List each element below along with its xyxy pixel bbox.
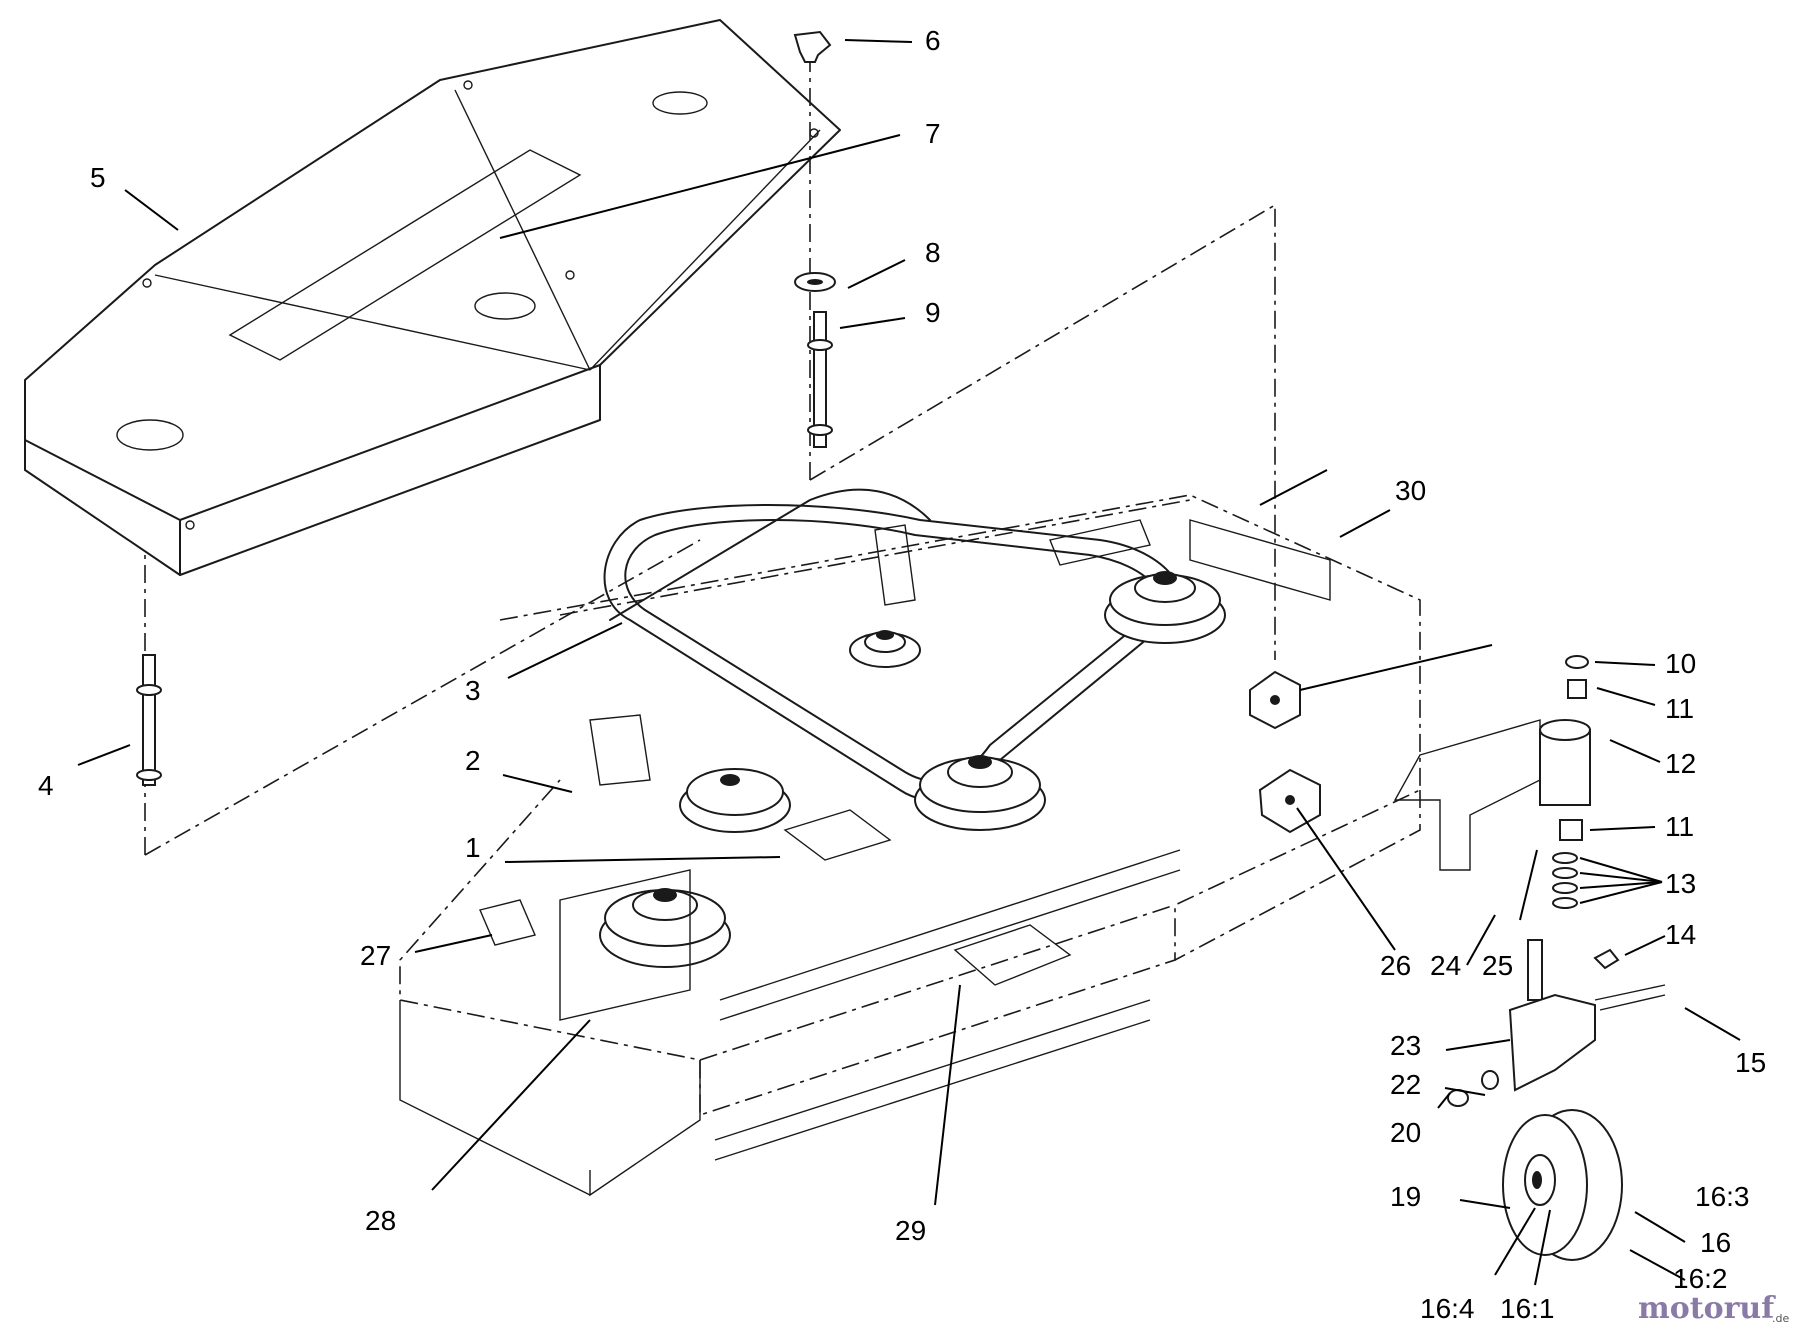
pulley-assemblies [599,571,1226,968]
leader-lines [77,39,1741,1286]
pulley-right [1104,571,1226,644]
callout-16-4: 16:4 [1420,1293,1475,1324]
callout-8: 8 [925,237,941,268]
callout-2: 2 [465,745,481,776]
callout-12: 12 [1665,748,1696,779]
callout-16-3: 16:3 [1695,1181,1750,1212]
callout-27: 29 [895,1215,926,1246]
pulley-left [679,768,791,833]
callout-23: 25 [1482,950,1513,981]
callout-20: 23 [1390,1030,1421,1061]
callout-13: 13 [1665,868,1696,899]
decals [479,519,1151,986]
callout-22: 24 [1430,950,1461,981]
deck-brackets [559,519,1591,1021]
callout-6: 6 [925,25,941,56]
callout-3: 3 [465,675,481,706]
caster-wheel-16 [1502,1109,1623,1261]
stud-9 [807,311,833,448]
bumper-30 [1249,670,1301,730]
watermark-logo: motoruf .de [1638,1291,1789,1326]
callout-5: 5 [90,162,106,193]
callout-11-lower: 11 [1665,811,1694,842]
pulley-center [914,755,1046,831]
callout-15: 15 [1735,1047,1766,1078]
callout-25: 27 [360,940,391,971]
callout-labels: 1 2 3 4 5 6 7 8 9 10 11 12 11 13 14 15 2… [38,25,1766,1324]
callout-17: 19 [1390,1181,1421,1212]
callout-18: 20 [1390,1117,1421,1148]
knob-6 [793,30,832,63]
caster-hardware [1552,655,1620,970]
deck-cover [24,19,841,576]
callout-24: 26 [1380,950,1411,981]
pulley-front [599,888,731,968]
bumper-24 [1258,768,1321,834]
callout-11-upper: 11 [1665,693,1694,724]
callout-16: 16 [1700,1227,1731,1258]
watermark-suffix: .de [1772,1312,1789,1325]
mower-deck [399,494,1421,1197]
callout-7: 7 [925,118,941,149]
callout-14: 14 [1665,919,1696,950]
callout-16-2: 16:2 [1673,1263,1728,1294]
caster-fork-20 [1508,939,1666,1092]
callout-16-1: 16:1 [1500,1293,1555,1324]
callout-10: 10 [1665,648,1696,679]
callout-9: 9 [925,297,941,328]
spindle-stud-4 [136,654,162,786]
callout-19: 22 [1390,1069,1421,1100]
callout-4: 4 [38,770,54,801]
callout-28: 30 [1395,475,1426,506]
washer-8 [794,272,836,292]
washer-19 [1481,1070,1499,1090]
callout-1: 1 [465,832,481,863]
pulley-idler [849,630,921,668]
callout-26: 28 [365,1205,396,1236]
watermark-brand: motoruf [1638,1291,1776,1326]
assembly-lines [144,60,1276,856]
